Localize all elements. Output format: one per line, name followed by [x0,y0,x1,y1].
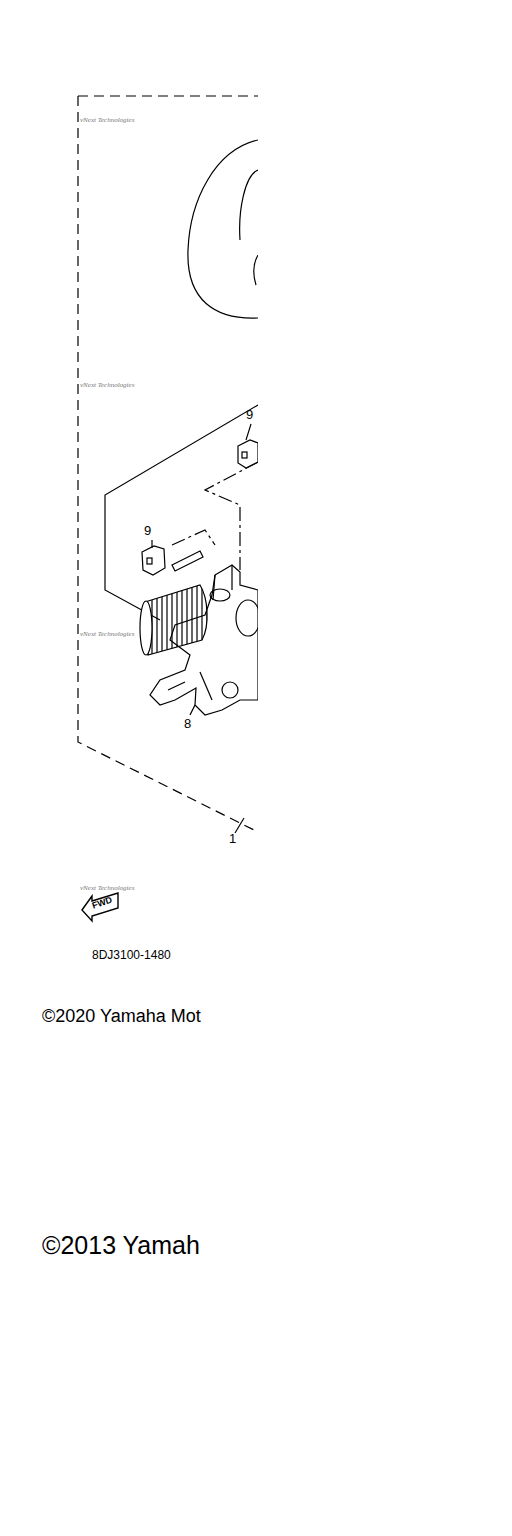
callout-number: 8 [184,717,191,730]
copyright-note: ©2020 Yamaha Mot [42,1007,201,1025]
block-part [238,440,258,468]
leader-line [190,705,195,715]
center-line [172,530,215,545]
callout-number: 1 [229,832,236,845]
leader-line [151,540,152,548]
copyright-note: ©2013 Yamah [42,1233,200,1258]
leader-line [235,818,244,833]
knuckle-bore [236,600,258,636]
group-bracket [205,462,258,570]
callout-number: 9 [246,408,253,421]
knuckle-eye [210,589,230,601]
knuckle-eye [222,682,238,698]
forward-arrow [82,893,118,921]
leader-line [246,424,251,440]
threaded-spindle [145,585,207,655]
block-hole [242,452,247,458]
watermark: vNext Technologies [80,117,134,124]
block-part [142,546,165,575]
figure-code: 8DJ3100-1480 [92,949,171,961]
watermark: vNext Technologies [80,382,134,389]
disc-hub [254,255,258,285]
direction-label: FWD [91,896,113,911]
disc-curve [240,170,258,240]
spindle-end [140,601,152,655]
callout-number: 9 [144,524,151,537]
frame-line [78,96,258,832]
disc-outline [188,140,258,318]
block-hole [147,558,152,564]
frame-line [78,95,258,96]
knuckle-detail [213,565,232,600]
watermark: vNext Technologies [80,885,134,892]
watermark: vNext Technologies [80,631,134,638]
knuckle-detail [168,672,212,700]
pin-part [172,551,203,571]
